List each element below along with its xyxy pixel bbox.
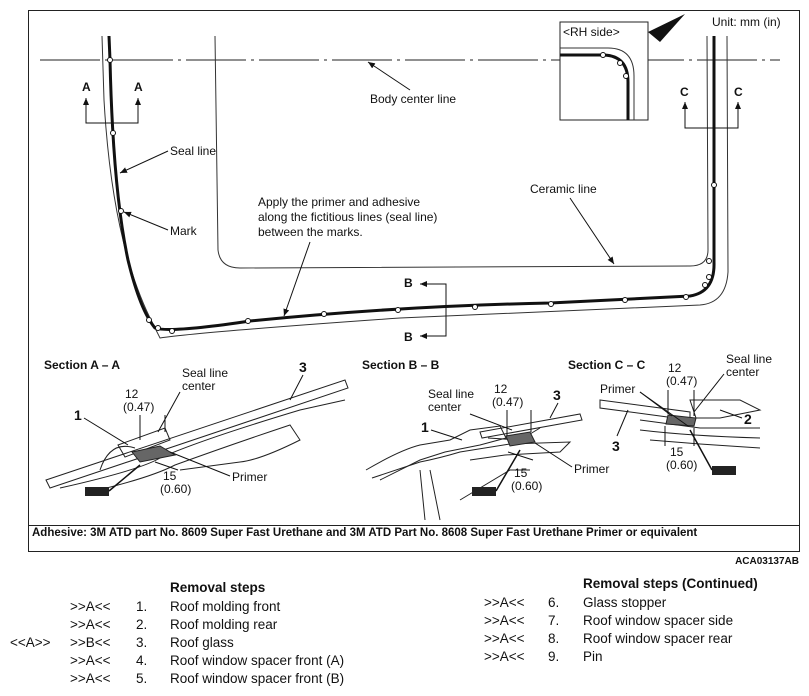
unit-label: Unit: mm (in) [712, 15, 781, 29]
step-number: 1. [136, 599, 148, 614]
step-number: 5. [136, 671, 148, 686]
step-label: Pin [583, 649, 603, 664]
seal-marks [107, 57, 717, 334]
section-c-primer: Primer [600, 382, 635, 396]
section-b-dim-12: 12 [494, 382, 508, 396]
mark-label: Mark [170, 224, 198, 238]
removal-steps: Removal steps >>A<<1.Roof molding front>… [10, 580, 390, 688]
ceramic-line-path [214, 35, 709, 269]
step-install-ref: >>A<< [484, 631, 525, 646]
diagram-frame: Adhesive: 3M ATD part No. 8609 Super Fas… [28, 10, 800, 552]
step-number: 6. [548, 595, 560, 610]
step-install-ref: >>A<< [70, 671, 111, 686]
section-c-seal-center-2: center [726, 365, 759, 379]
step-install-ref: >>B<< [70, 635, 111, 650]
step-label: Roof window spacer rear [583, 631, 733, 646]
section-b-adhesive-tube-icon [472, 449, 521, 496]
body-center-line-label: Body center line [370, 92, 456, 106]
section-a-adhesive-tube-icon [85, 464, 141, 496]
section-c-dim-15-in: (0.60) [666, 458, 697, 472]
section-a-seal-center-2: center [182, 379, 215, 393]
section-c-mark-left: C [680, 85, 689, 99]
step-label: Roof glass [170, 635, 234, 650]
section-b-dim-15-in: (0.60) [511, 479, 542, 493]
ceramic-line-label: Ceramic line [530, 182, 597, 196]
apply-note-line-1: Apply the primer and adhesive [258, 195, 420, 209]
seal-line-label: Seal line [170, 144, 216, 158]
section-b-primer: Primer [574, 462, 609, 476]
step-procedure-ref: <<A>> [10, 635, 51, 650]
removal-steps-title: Removal steps [170, 580, 266, 595]
section-b-dim-15: 15 [514, 466, 528, 480]
section-b-mark-top: B [404, 276, 413, 290]
step-label: Roof window spacer front (B) [170, 671, 345, 686]
removal-step-row: <<A>> >>B<< 3. Roof glass [10, 634, 390, 652]
rh-side-label: <RH side> [563, 25, 620, 39]
step-label: Roof molding rear [170, 617, 278, 632]
step-install-ref: >>A<< [484, 595, 525, 610]
step-number: 3. [136, 635, 148, 650]
section-c-part-3: 3 [612, 438, 620, 454]
step-install-ref: >>A<< [70, 599, 111, 614]
removal-step-row: >>A<< 7. Roof window spacer side [484, 612, 804, 630]
step-label: Roof window spacer front (A) [170, 653, 345, 668]
section-b-mark-bottom: B [404, 330, 413, 344]
removal-step-row: >>A<< 1. Roof molding front [10, 598, 390, 616]
section-a-title: Section A – A [44, 358, 120, 372]
section-c-seal-center-1: Seal line [726, 352, 772, 366]
section-a-drawing [45, 379, 349, 493]
removal-step-row: >>A<< 5. Roof window spacer front (B) [10, 670, 390, 688]
section-c-dim-12: 12 [668, 361, 682, 375]
section-a-part-1: 1 [74, 407, 82, 423]
section-b-part-3: 3 [553, 387, 561, 403]
step-number: 7. [548, 613, 560, 628]
apply-note-line-3: between the marks. [258, 225, 363, 239]
section-c-title: Section C – C [568, 358, 646, 372]
removal-step-row: >>A<< 4. Roof window spacer front (A) [10, 652, 390, 670]
section-a-seal-center-1: Seal line [182, 366, 228, 380]
step-label: Glass stopper [583, 595, 667, 610]
step-install-ref: >>A<< [70, 617, 111, 632]
step-label: Roof window spacer side [583, 613, 734, 628]
section-a-mark-left: A [82, 80, 91, 94]
removal-steps-continued-title: Removal steps (Continued) [583, 576, 758, 591]
removal-step-row: >>A<< 9. Pin [484, 648, 804, 666]
section-c-dim-15: 15 [670, 445, 684, 459]
section-a-dim-12-in: (0.47) [123, 400, 154, 414]
section-b-part-1: 1 [421, 419, 429, 435]
section-c-mark-right: C [734, 85, 743, 99]
section-c-dim-12-in: (0.47) [666, 374, 697, 388]
removal-step-row: >>A<< 8. Roof window spacer rear [484, 630, 804, 648]
section-b-title: Section B – B [362, 358, 440, 372]
removal-steps-continued: Removal steps (Continued) >>A<< 6. Glass s… [484, 576, 804, 666]
step-install-ref: >>A<< [70, 653, 111, 668]
step-install-ref: >>A<< [484, 613, 525, 628]
step-number: 4. [136, 653, 148, 668]
section-a-mark-right: A [134, 80, 143, 94]
removal-step-row: >>A<< 6. Glass stopper [484, 594, 804, 612]
step-label: Roof molding front [170, 599, 281, 614]
section-c-drawing [599, 399, 762, 449]
section-b-seal-center-2: center [428, 400, 461, 414]
adhesive-note: Adhesive: 3M ATD part No. 8609 Super Fas… [29, 525, 799, 551]
step-install-ref: >>A<< [484, 649, 525, 664]
section-b-dim-12-in: (0.47) [492, 395, 523, 409]
section-a-dim-15: 15 [163, 469, 177, 483]
step-number: 2. [136, 617, 148, 632]
roof-outline [101, 35, 729, 339]
section-a-part-3: 3 [299, 359, 307, 375]
removal-step-row: >>A<< 2. Roof molding rear [10, 616, 390, 634]
section-b-seal-center-1: Seal line [428, 387, 474, 401]
section-c-adhesive-tube-icon [689, 429, 736, 475]
step-number: 9. [548, 649, 560, 664]
section-a-primer: Primer [232, 470, 267, 484]
roof-glass-diagram: <RH side> Unit: mm (in) A A C C B B Body… [40, 14, 781, 521]
section-b-drawing [365, 413, 583, 521]
section-a-dim-12: 12 [125, 387, 139, 401]
figure-id: ACA03137AB [735, 556, 799, 567]
section-a-dim-15-in: (0.60) [160, 482, 191, 496]
section-c-part-2: 2 [744, 411, 752, 427]
apply-note-line-2: along the fictitious lines (seal line) [258, 210, 437, 224]
step-number: 8. [548, 631, 560, 646]
